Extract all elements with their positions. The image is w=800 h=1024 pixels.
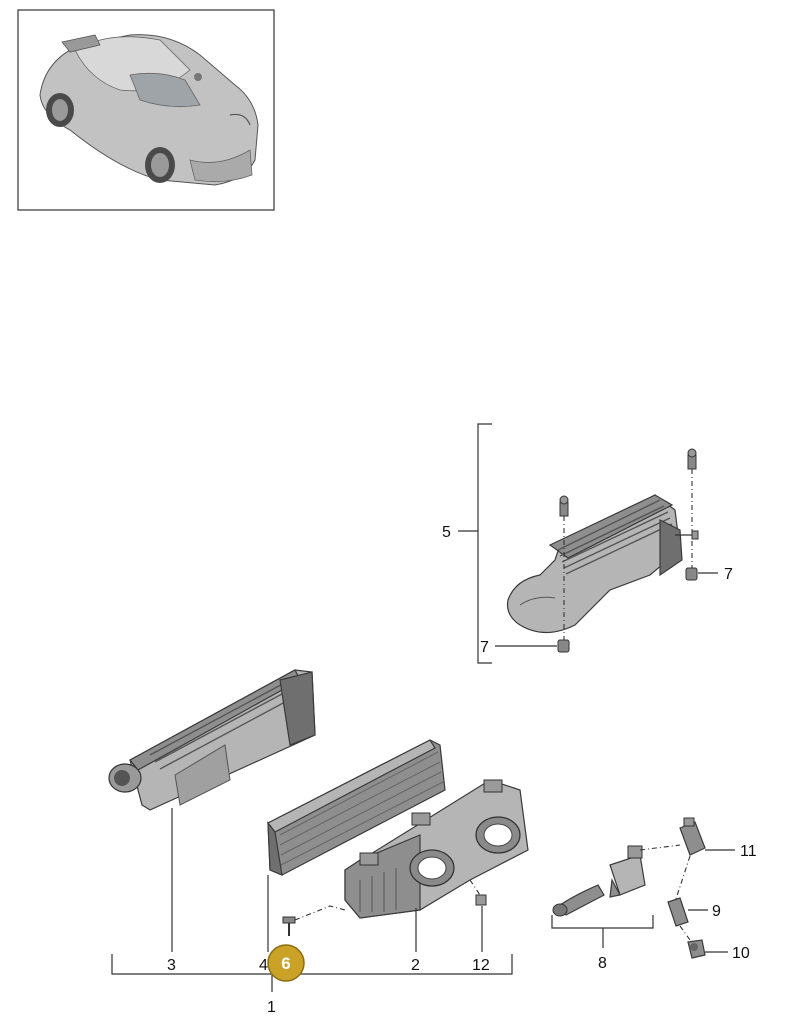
filter-housing-lower (344, 779, 529, 919)
air-duct-assembly: 5 (442, 423, 733, 664)
duct-ribs (557, 499, 673, 575)
connector-10 (687, 939, 706, 959)
label-9: 9 (712, 903, 721, 920)
vehicle-thumbnail (17, 9, 275, 211)
label-12: 12 (472, 957, 490, 974)
clip-12 (469, 879, 487, 906)
stud-left (559, 495, 569, 517)
air-filter-element (267, 739, 446, 876)
air-duct (506, 494, 683, 634)
housing-clips (359, 779, 503, 866)
filter-pleats (279, 751, 444, 866)
label-1: 1 (267, 999, 276, 1016)
label-7-right: 7 (724, 566, 733, 583)
nut-7-right (685, 567, 698, 581)
label-4: 4 (259, 957, 268, 974)
connector-9 (667, 897, 689, 927)
housing-ribs (359, 868, 397, 912)
connector-11 (679, 817, 706, 856)
hose-sensor-assembly: 8 11 9 10 (551, 817, 757, 972)
callout-6[interactable]: 6 (267, 944, 305, 982)
label-3: 3 (167, 957, 176, 974)
label-8: 8 (598, 955, 607, 972)
hose-left (552, 884, 605, 917)
cover-ribs (149, 679, 301, 770)
label-7-left: 7 (480, 639, 489, 656)
filter-housing-cover (108, 669, 316, 811)
housing-outlets (409, 816, 521, 887)
label-2: 2 (411, 957, 420, 974)
stud-right (687, 448, 697, 470)
sensor-body (609, 845, 646, 898)
car-illustration (39, 34, 259, 186)
screw-6 (282, 916, 296, 936)
nut-7-left (557, 639, 570, 653)
label-11: 11 (740, 843, 757, 860)
callout-6-number: 6 (281, 954, 290, 973)
label-10: 10 (732, 945, 750, 962)
label-5: 5 (442, 524, 451, 541)
